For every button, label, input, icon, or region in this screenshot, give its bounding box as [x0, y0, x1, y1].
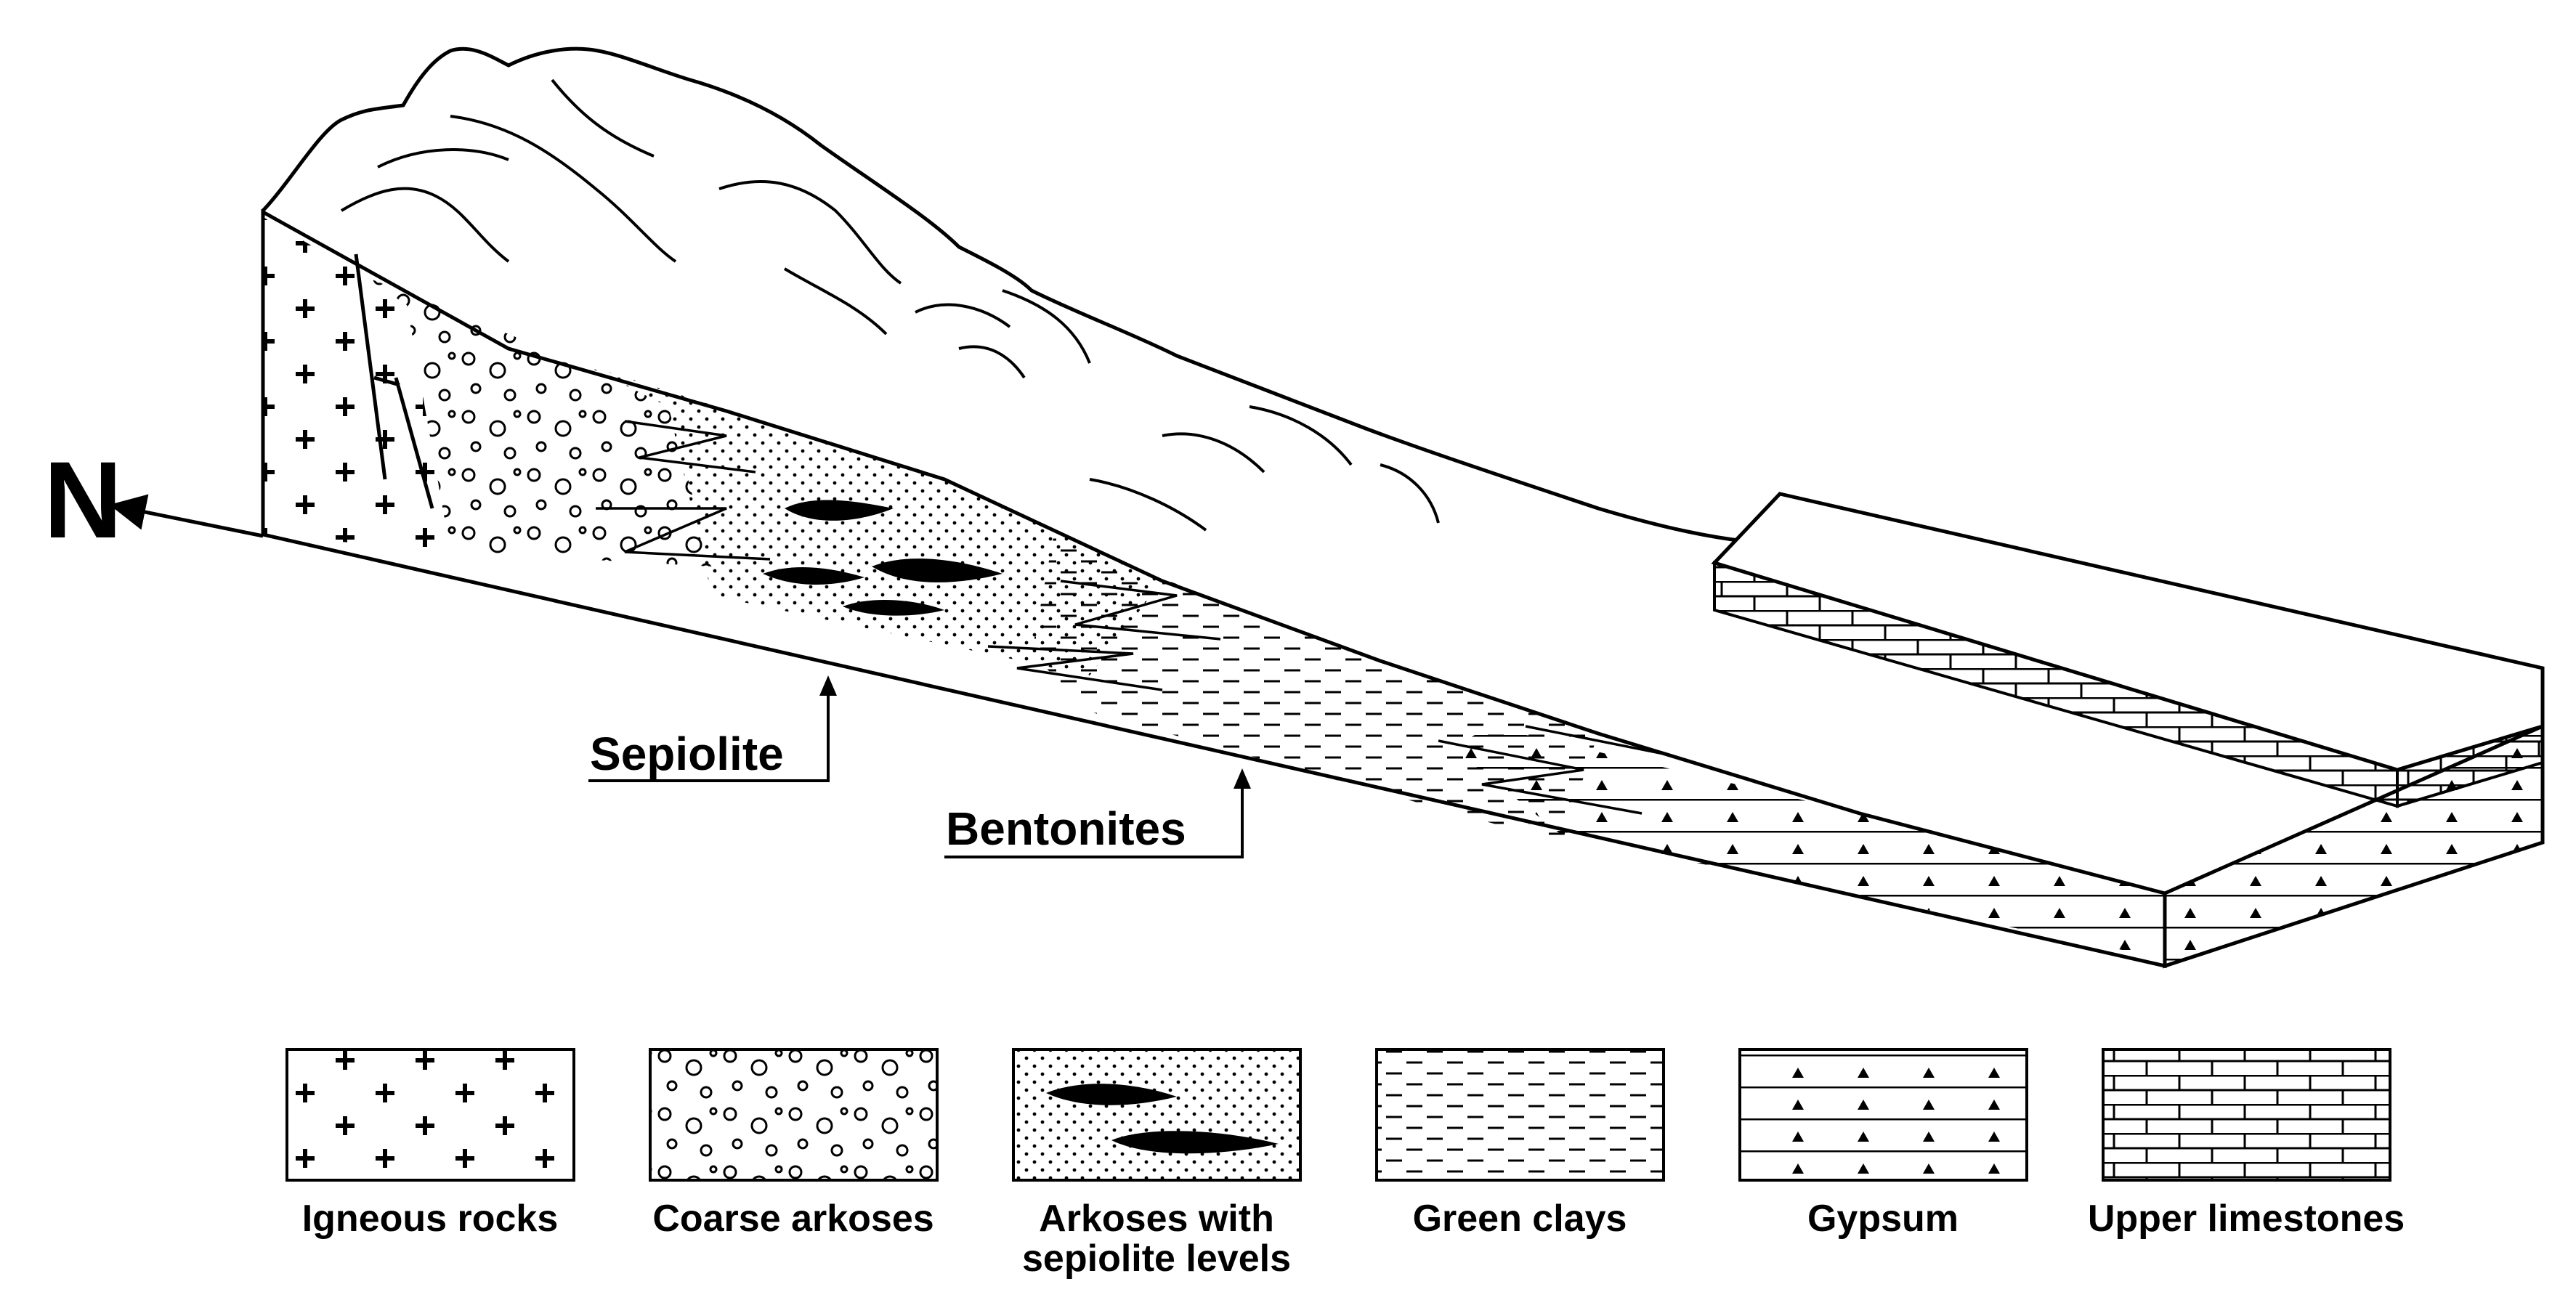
front-coarse: [363, 276, 712, 566]
legend-label-gypsum: Gypsum: [1807, 1198, 1959, 1240]
bentonites-label: Bentonites: [946, 803, 1186, 855]
front-igneous: [264, 218, 450, 552]
sepiolite-lenses: [763, 500, 1003, 616]
legend-label-clays: Green clays: [1413, 1198, 1627, 1240]
callout-bentonites: Bentonites: [944, 768, 1251, 858]
legend-label-arkoses-line1: Arkoses with: [1039, 1198, 1274, 1240]
legend-item-gypsum: Gypsum: [1738, 1048, 2028, 1240]
legend-swatch-igneous: [285, 1048, 575, 1182]
front-arkoses: [581, 363, 1162, 675]
legend-item-upper-limestones: Upper limestones: [2088, 1048, 2405, 1240]
mountain-outline: [262, 46, 1744, 543]
top-surface: [263, 94, 2165, 893]
legend-swatch-limestone: [2102, 1048, 2391, 1182]
legend-swatch-gypsum: [1738, 1048, 2028, 1182]
block: [109, 46, 2545, 969]
north-arrow: [109, 494, 264, 538]
callout-sepiolite: Sepiolite: [588, 675, 837, 782]
legend-label-limestone: Upper limestones: [2088, 1198, 2405, 1240]
legend: Igneous rocks Coarse arkoses Arkoses wit…: [285, 1048, 2405, 1280]
legend-label-igneous: Igneous rocks: [302, 1198, 559, 1240]
north-label: N: [44, 439, 122, 561]
legend-item-coarse-arkoses: Coarse arkoses: [649, 1048, 939, 1240]
fault-lines: [354, 253, 434, 509]
legend-item-arkoses-sepiolite: Arkoses with sepiolite levels: [1012, 1048, 1302, 1280]
legend-swatch-coarse: [649, 1048, 939, 1182]
mountain-relief-lines: [340, 78, 1440, 532]
legend-swatch-clays: [1375, 1048, 1665, 1182]
legend-item-igneous-rocks: Igneous rocks: [285, 1048, 575, 1240]
front-gypsum: [1453, 726, 2165, 959]
legend-label-coarse: Coarse arkoses: [652, 1198, 933, 1240]
front-clays: [1032, 537, 1598, 842]
sepiolite-label: Sepiolite: [590, 728, 784, 780]
legend-label-arkoses-line2: sepiolite levels: [1022, 1238, 1291, 1280]
interfingering-wedges: [596, 420, 1672, 815]
limestone-plateau: [1711, 492, 2545, 808]
legend-item-green-clays: Green clays: [1375, 1048, 1665, 1240]
legend-swatch-arkoses: [1012, 1048, 1302, 1182]
